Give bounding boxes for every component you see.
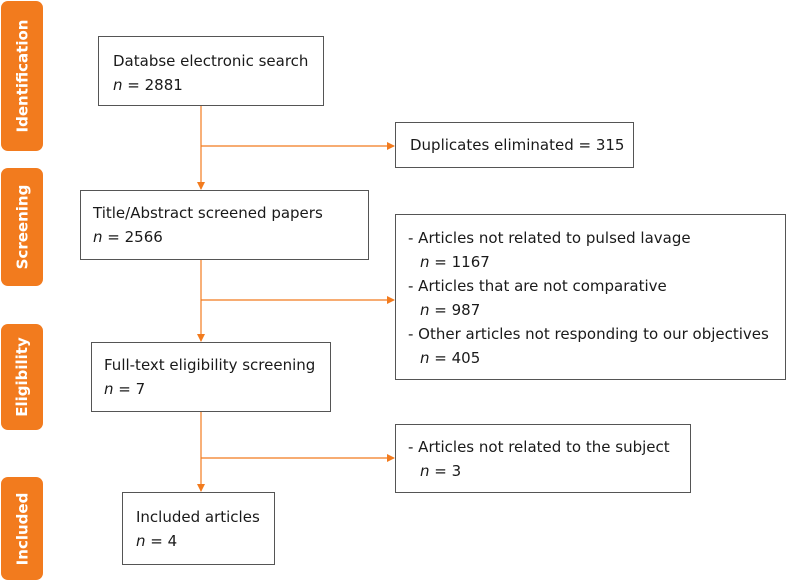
eligibility-box: Full-text eligibility screening n = 7 <box>91 342 331 412</box>
excluded-count: n = 405 <box>408 346 773 370</box>
n-symbol: n <box>104 380 114 398</box>
duplicates-text: Duplicates eliminated = 315 <box>410 136 625 154</box>
n-value: = 3 <box>434 462 462 480</box>
excluded-count: n = 1167 <box>408 250 773 274</box>
excluded-eligibility-box: - Articles not related to the subject n … <box>395 424 691 493</box>
identification-box: Databse electronic search n = 2881 <box>98 36 324 106</box>
n-value: = 4 <box>150 532 178 550</box>
n-symbol: n <box>420 301 430 319</box>
n-symbol: n <box>113 76 123 94</box>
n-value: = 1167 <box>434 253 490 271</box>
excluded-screening-box: - Articles not related to pulsed lavage … <box>395 214 786 380</box>
n-value: = 2566 <box>107 228 163 246</box>
n-symbol: n <box>420 462 430 480</box>
n-value: = 7 <box>118 380 146 398</box>
n-value: = 987 <box>434 301 481 319</box>
n-value: = 2881 <box>127 76 183 94</box>
excluded-reason: - Articles that are not comparative <box>408 277 667 295</box>
stage-label-included: Included <box>1 477 43 580</box>
n-value: = 405 <box>434 349 481 367</box>
excluded-reason: - Articles not related to pulsed lavage <box>408 229 691 247</box>
eligibility-title: Full-text eligibility screening <box>104 356 316 374</box>
n-symbol: n <box>93 228 103 246</box>
excluded-count: n = 3 <box>408 459 678 483</box>
screening-box: Title/Abstract screened papers n = 2566 <box>80 190 369 260</box>
stage-label-eligibility: Eligibility <box>1 324 43 430</box>
excluded-reason: - Other articles not responding to our o… <box>408 325 769 343</box>
stage-label-identification: Identification <box>1 1 43 151</box>
duplicates-box: Duplicates eliminated = 315 <box>395 122 634 168</box>
included-count: n = 4 <box>136 529 261 553</box>
included-box: Included articles n = 4 <box>122 492 275 565</box>
included-title: Included articles <box>136 508 260 526</box>
screening-title: Title/Abstract screened papers <box>93 204 323 222</box>
identification-count: n = 2881 <box>113 73 309 97</box>
eligibility-count: n = 7 <box>104 377 318 401</box>
identification-title: Databse electronic search <box>113 52 309 70</box>
n-symbol: n <box>420 253 430 271</box>
n-symbol: n <box>420 349 430 367</box>
excluded-count: n = 987 <box>408 298 773 322</box>
stage-label-screening: Screening <box>1 168 43 286</box>
n-symbol: n <box>136 532 146 550</box>
screening-count: n = 2566 <box>93 225 356 249</box>
excluded-reason: - Articles not related to the subject <box>408 438 670 456</box>
